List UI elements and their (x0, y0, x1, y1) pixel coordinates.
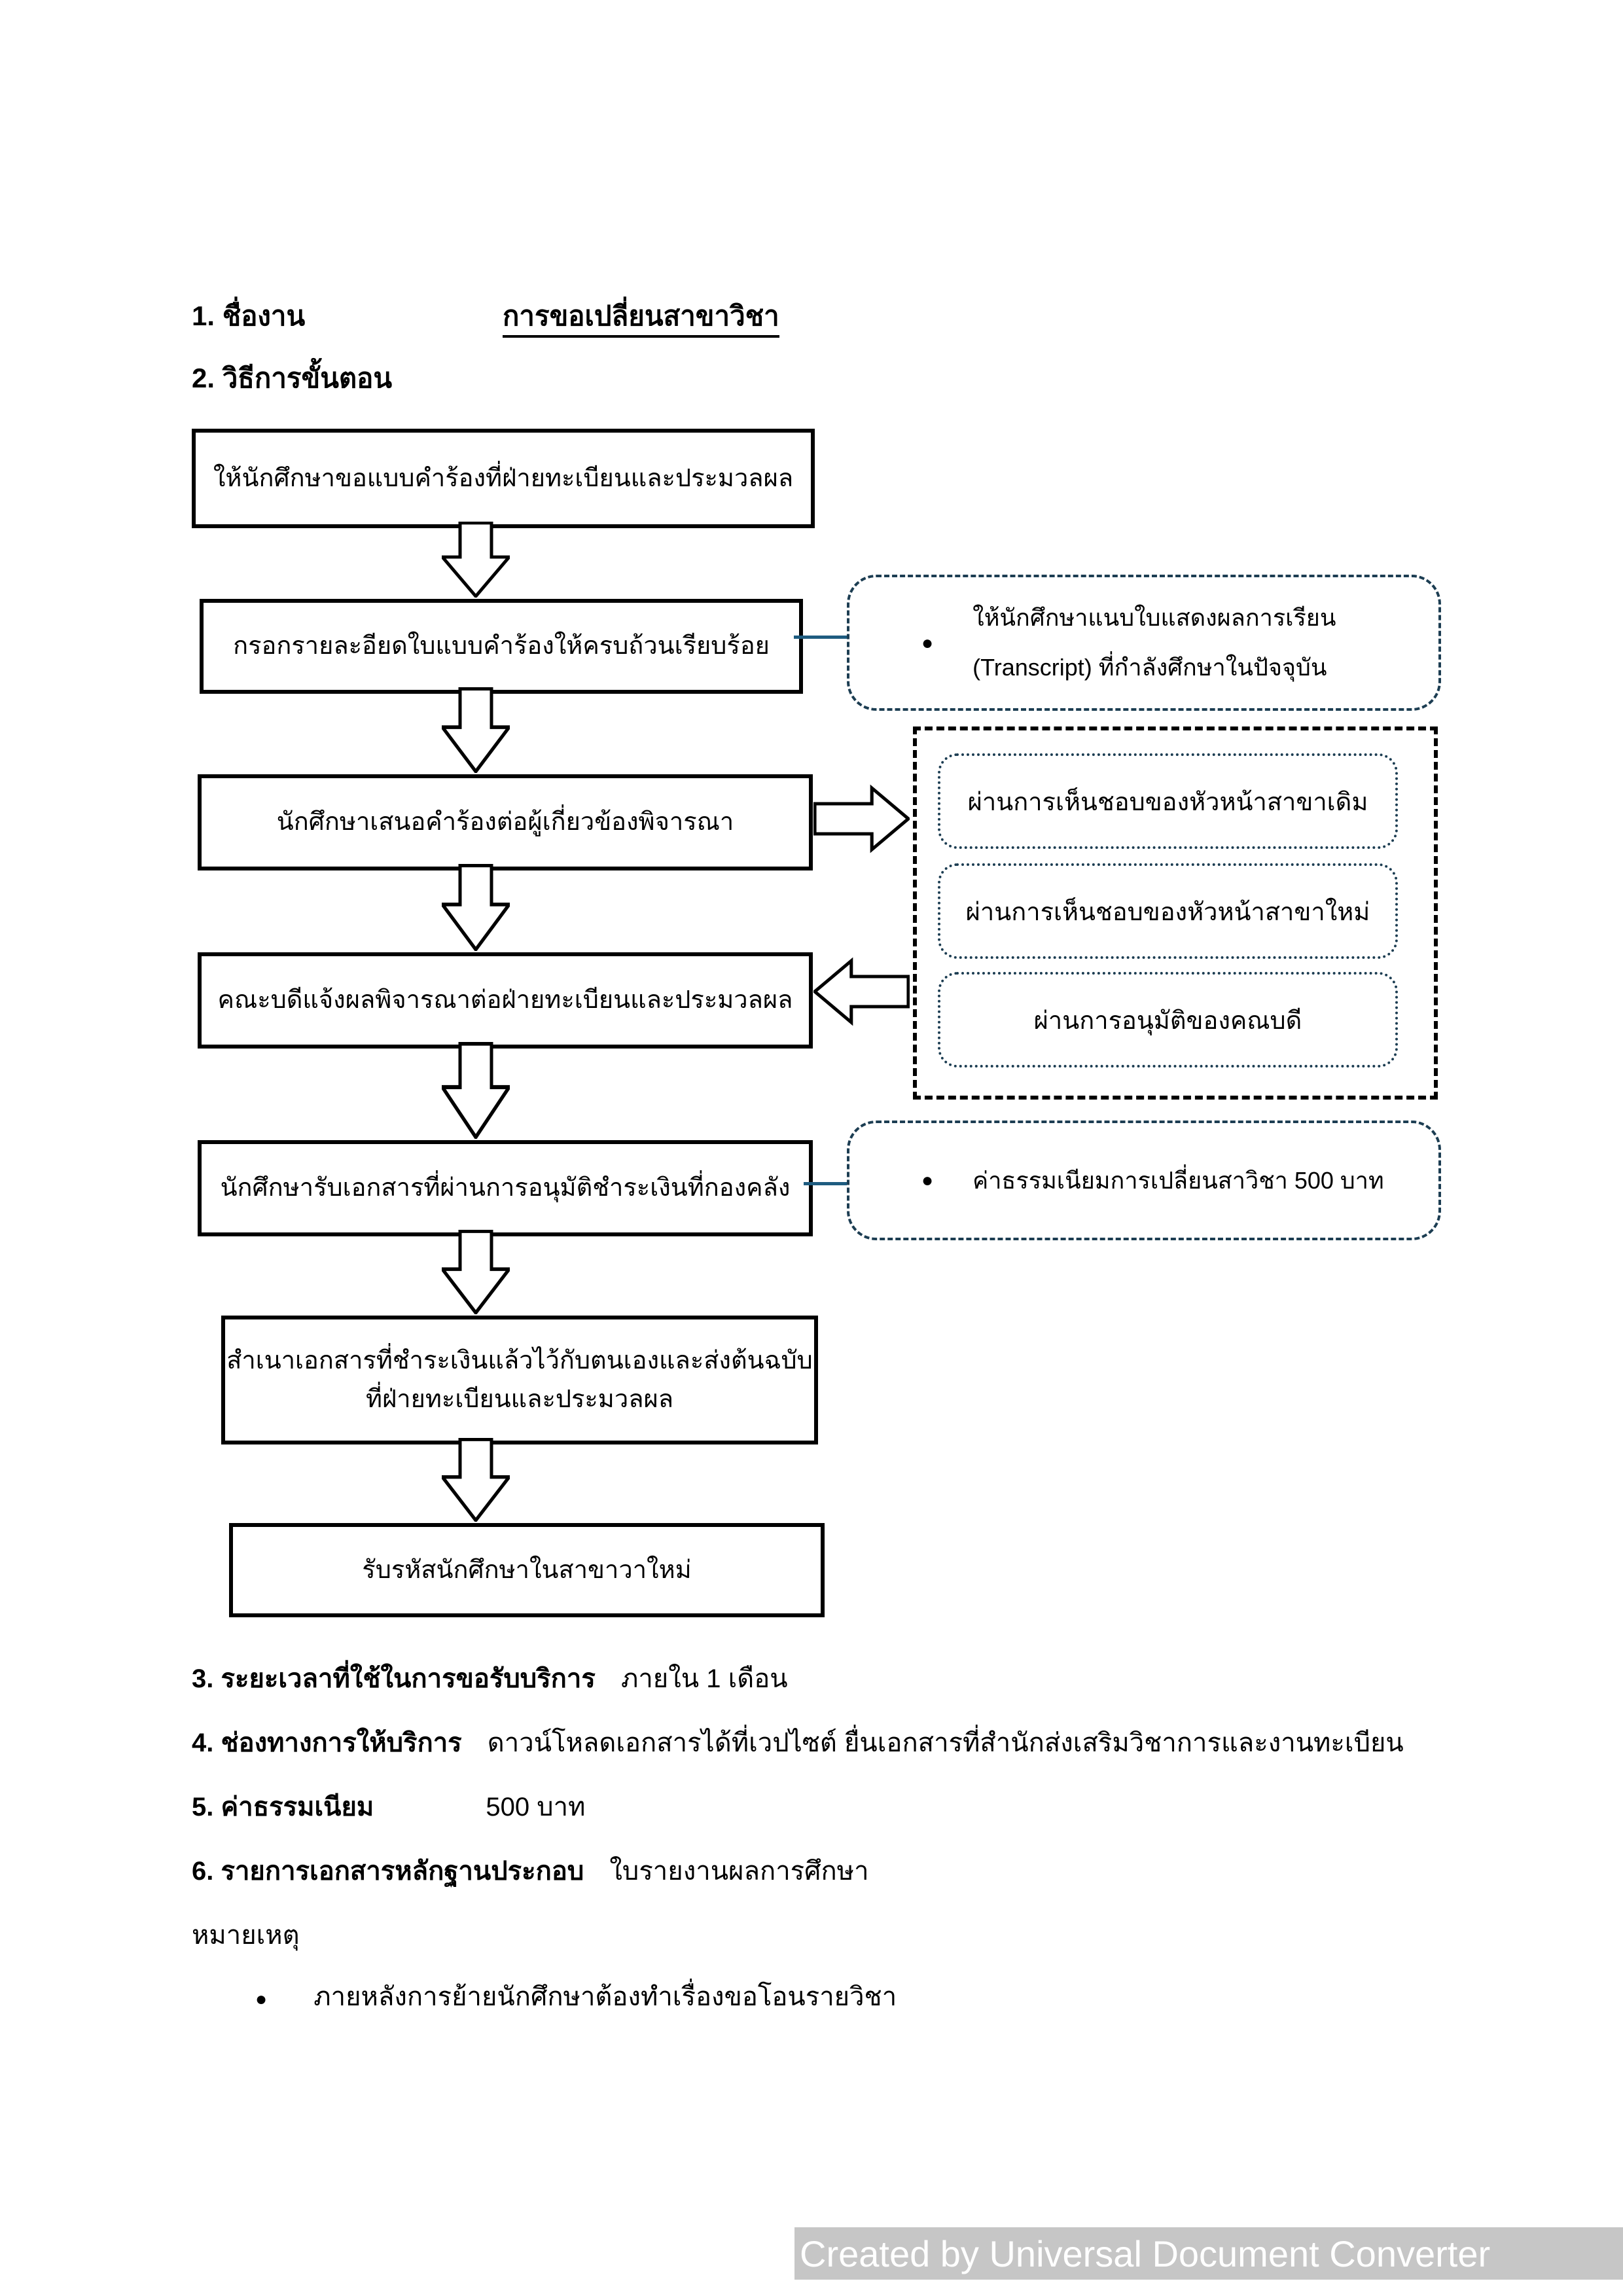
down-arrow-icon (438, 521, 513, 599)
watermark-bar: Created by Universal Document Converter (794, 2227, 1623, 2280)
heading-2-label: 2. วิธีการขั้นตอน (192, 363, 393, 393)
detail-documents-value: ใบรายงานผลการศึกษา (609, 1857, 869, 1886)
right-arrow-icon (813, 783, 911, 855)
flow-step-6-label-line1: สำเนาเอกสารที่ชำระเงินแล้วไว้กับตนเองและ… (226, 1346, 813, 1374)
detail-documents-label: 6. รายการเอกสารหลักฐานประกอบ (192, 1857, 584, 1886)
fee-note-text: ค่าธรรมเนียมการเปลี่ยนสาวิชา 500 บาท (972, 1166, 1384, 1194)
detail-documents: 6. รายการเอกสารหลักฐานประกอบ ใบรายงานผลก… (192, 1850, 869, 1892)
bullet-icon: ● (921, 1170, 934, 1191)
approval-step-1: ผ่านการเห็นชอบของหัวหน้าสาขาเดิม (938, 753, 1398, 849)
bullet-icon: ● (255, 1988, 268, 2010)
heading-line-1: 1. ชื่องาน (192, 295, 305, 338)
flow-step-6: สำเนาเอกสารที่ชำระเงินแล้วไว้กับตนเองและ… (221, 1316, 818, 1444)
approval-group: ผ่านการเห็นชอบของหัวหน้าสาขาเดิม ผ่านการ… (913, 726, 1438, 1100)
flow-step-2-label: กรอกรายละอียดใบแบบคำร้องให้ครบถ้วนเรียบร… (233, 632, 770, 660)
page-title: การขอเปลี่ยนสาขาวิชา (503, 295, 779, 338)
flow-step-4-label: คณะบดีแจ้งผลพิจารณาต่อฝ่ายทะเบียนและประม… (217, 986, 793, 1014)
down-arrow-icon (438, 1437, 513, 1524)
detail-fee-label: 5. ค่าธรรมเนียม (192, 1793, 374, 1821)
approval-step-2: ผ่านการเห็นชอบของหัวหน้าสาขาใหม่ (938, 863, 1398, 959)
detail-duration-label: 3. ระยะเวลาที่ใช้ในการขอรับบริการ (192, 1664, 596, 1693)
approval-step-3-label: ผ่านการอนุมัติของคณบดี (1033, 1007, 1302, 1035)
down-arrow-icon (438, 1041, 513, 1141)
detail-fee: 5. ค่าธรรมเนียม 500 บาท (192, 1785, 585, 1827)
heading-line-2: 2. วิธีการขั้นตอน (192, 357, 392, 400)
remark-item-text: ภายหลังการย้ายนักศึกษาต้องทำเรื่องขอโอนร… (313, 1982, 897, 2011)
remark-item: ● ภายหลังการย้ายนักศึกษาต้องทำเรื่องขอโอ… (255, 1975, 897, 2017)
flow-step-2: กรอกรายละอียดใบแบบคำร้องให้ครบถ้วนเรียบร… (200, 599, 803, 694)
down-arrow-icon (438, 863, 513, 953)
detail-fee-value: 500 บาท (486, 1793, 586, 1821)
approval-step-3: ผ่านการอนุมัติของคณบดี (938, 972, 1398, 1067)
connector-line (794, 636, 849, 639)
transcript-note: ● ให้นักศึกษาแนบใบแสดงผลการเรียน (Transc… (847, 575, 1441, 711)
detail-channel-value: ดาวน์โหลดเอกสารได้ที่เวปไซต์ ยื่นเอกสารท… (487, 1729, 1404, 1757)
detail-channel-label: 4. ช่องทางการให้บริการ (192, 1729, 462, 1757)
transcript-note-text: ให้นักศึกษาแนบใบแสดงผลการเรียน (Transcri… (972, 593, 1336, 692)
flow-step-5-label: นักศึกษารับเอกสารที่ผ่านการอนุมัติชำระเง… (220, 1174, 791, 1202)
approval-step-2-label: ผ่านการเห็นชอบของหัวหน้าสาขาใหม่ (965, 898, 1370, 926)
approval-step-1-label: ผ่านการเห็นชอบของหัวหน้าสาขาเดิม (967, 788, 1368, 816)
fee-note: ● ค่าธรรมเนียมการเปลี่ยนสาวิชา 500 บาท (847, 1121, 1441, 1240)
flow-step-5: นักศึกษารับเอกสารที่ผ่านการอนุมัติชำระเง… (198, 1140, 813, 1236)
flow-step-6-label-line2: ที่ฝ่ายทะเบียนและประมวลผล (365, 1385, 674, 1413)
page-title-text: การขอเปลี่ยนสาขาวิชา (503, 300, 779, 338)
watermark-text: Created by Universal Document Converter (800, 2233, 1491, 2274)
flow-step-3: นักศึกษาเสนอคำร้องต่อผู้เกี่ยวข้องพิจารณ… (198, 774, 813, 870)
flow-step-7-label: รับรหัสนักศึกษาในสาขาวาใหม่ (362, 1556, 692, 1584)
detail-duration-value: ภายใน 1 เดือน (620, 1664, 788, 1693)
detail-channel: 4. ช่องทางการให้บริการ ดาวน์โหลดเอกสารได… (192, 1721, 1404, 1763)
left-arrow-icon (812, 956, 910, 1028)
transcript-note-line1: ให้นักศึกษาแนบใบแสดงผลการเรียน (972, 604, 1336, 632)
heading-1-label: 1. ชื่องาน (192, 300, 306, 331)
flow-step-4: คณะบดีแจ้งผลพิจารณาต่อฝ่ายทะเบียนและประม… (198, 952, 813, 1049)
connector-line (804, 1182, 849, 1185)
detail-duration: 3. ระยะเวลาที่ใช้ในการขอรับบริการ ภายใน … (192, 1657, 788, 1699)
bullet-icon: ● (921, 632, 934, 654)
flow-step-3-label: นักศึกษาเสนอคำร้องต่อผู้เกี่ยวข้องพิจารณ… (276, 808, 734, 836)
transcript-note-line2: (Transcript) ที่กำลังศึกษาในปัจจุบัน (972, 654, 1327, 681)
flow-step-1-label: ให้นักศึกษาขอแบบคำร้องที่ฝ่ายทะเบียนและป… (213, 464, 794, 492)
flow-step-7: รับรหัสนักศึกษาในสาขาวาใหม่ (229, 1523, 825, 1617)
down-arrow-icon (438, 687, 513, 775)
flow-step-1: ให้นักศึกษาขอแบบคำร้องที่ฝ่ายทะเบียนและป… (192, 429, 815, 528)
remark-label: หมายเหตุ (192, 1921, 300, 1950)
down-arrow-icon (438, 1229, 513, 1316)
